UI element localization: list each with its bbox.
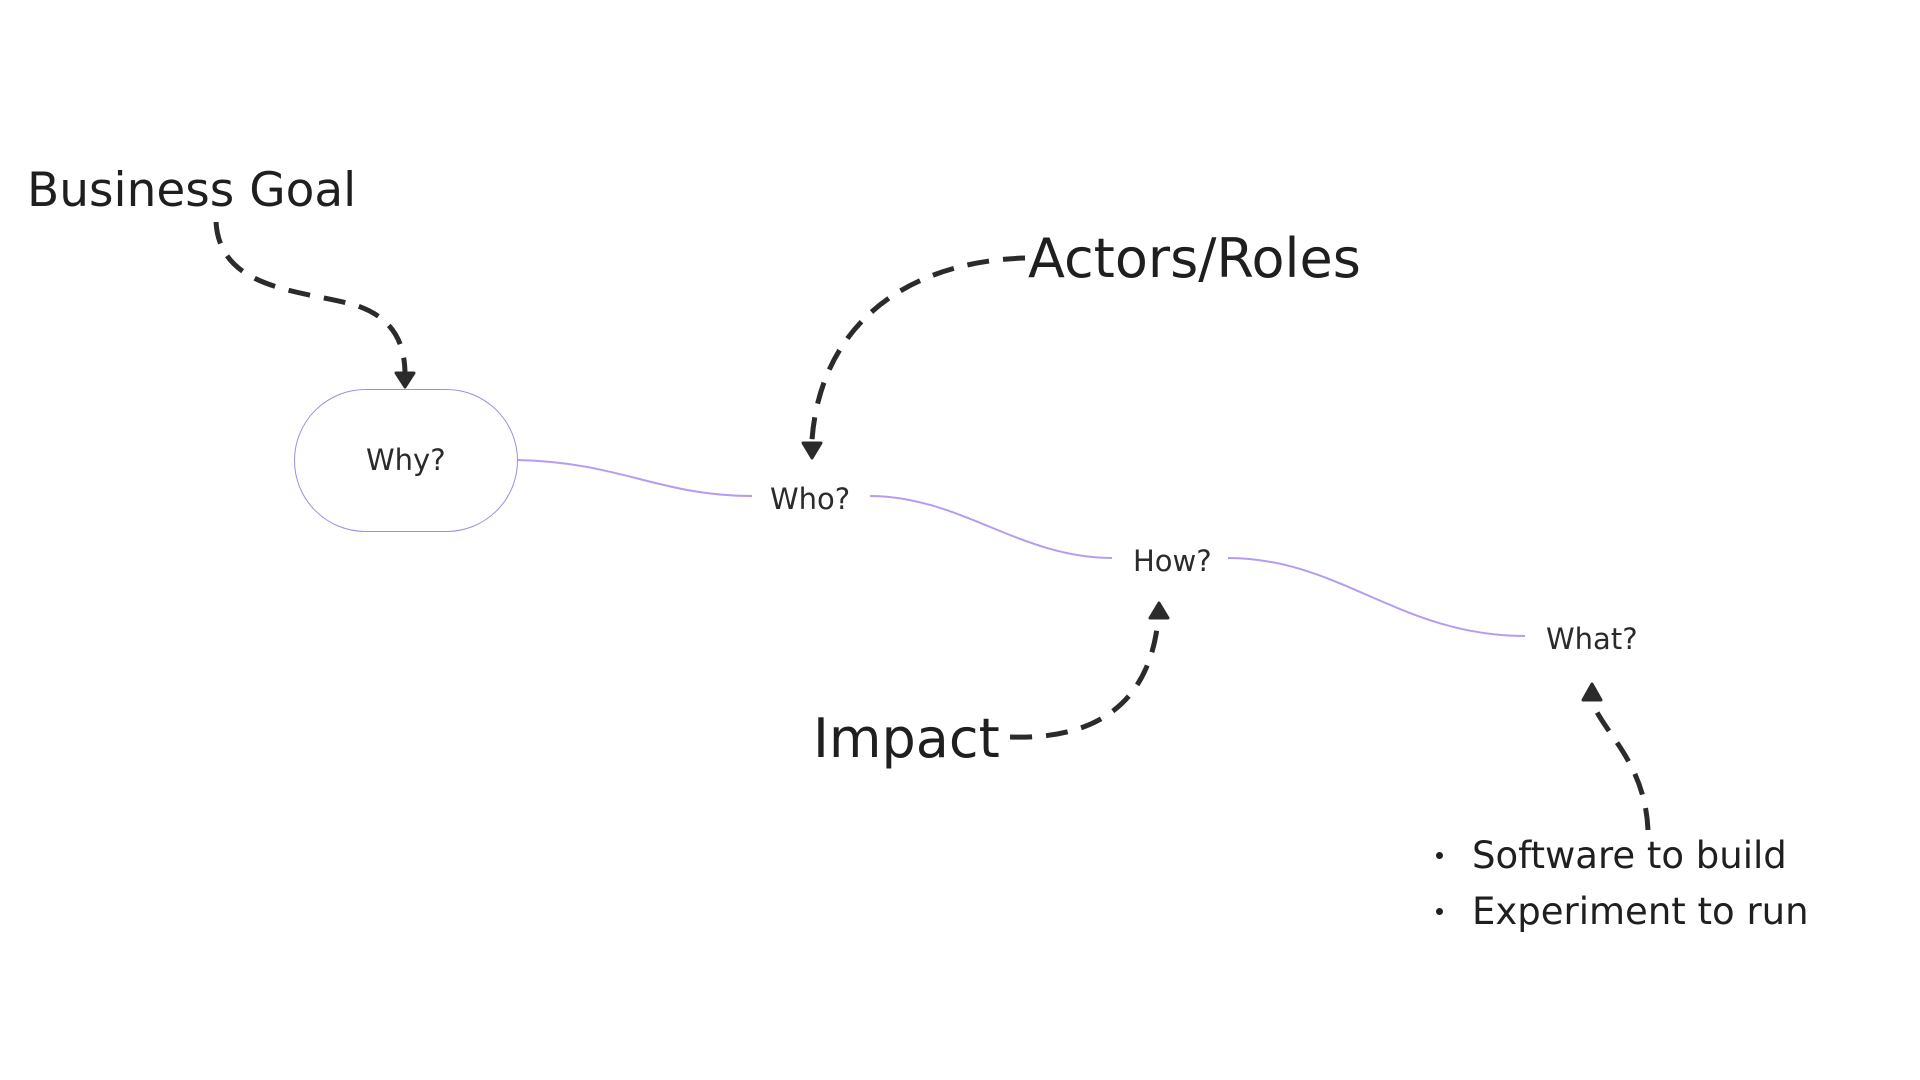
list-item: Software to build [1432,834,1809,890]
arrow-business-goal-to-why [213,221,408,376]
arrowhead-what [1581,682,1603,702]
arrow-deliverables-to-what [1589,699,1651,831]
what-node-label[interactable]: What? [1546,622,1638,656]
deliverable-experiment: Experiment to run [1472,890,1809,933]
list-item: Experiment to run [1432,890,1809,946]
business-goal-label: Business Goal [27,163,357,218]
impact-label: Impact [813,707,1000,770]
arrow-actors-to-who [809,255,1026,441]
arrowhead-why [394,371,416,389]
arrowhead-who [801,441,823,460]
connector-who-how [869,495,1113,559]
arrow-impact-to-how [1009,619,1161,740]
why-node-label: Why? [366,443,446,477]
why-node[interactable] [294,389,518,532]
deliverables-list: Software to build Experiment to run [1432,834,1809,946]
actors-roles-label: Actors/Roles [1028,227,1361,290]
arrowhead-how [1148,601,1170,620]
how-node-label[interactable]: How? [1133,544,1212,578]
connector-how-what [1227,557,1526,637]
bullet-dot [1436,852,1443,859]
deliverable-software: Software to build [1472,834,1787,877]
connector-why-who [516,459,753,497]
bullet-dot [1436,908,1443,915]
who-node-label[interactable]: Who? [770,482,851,516]
